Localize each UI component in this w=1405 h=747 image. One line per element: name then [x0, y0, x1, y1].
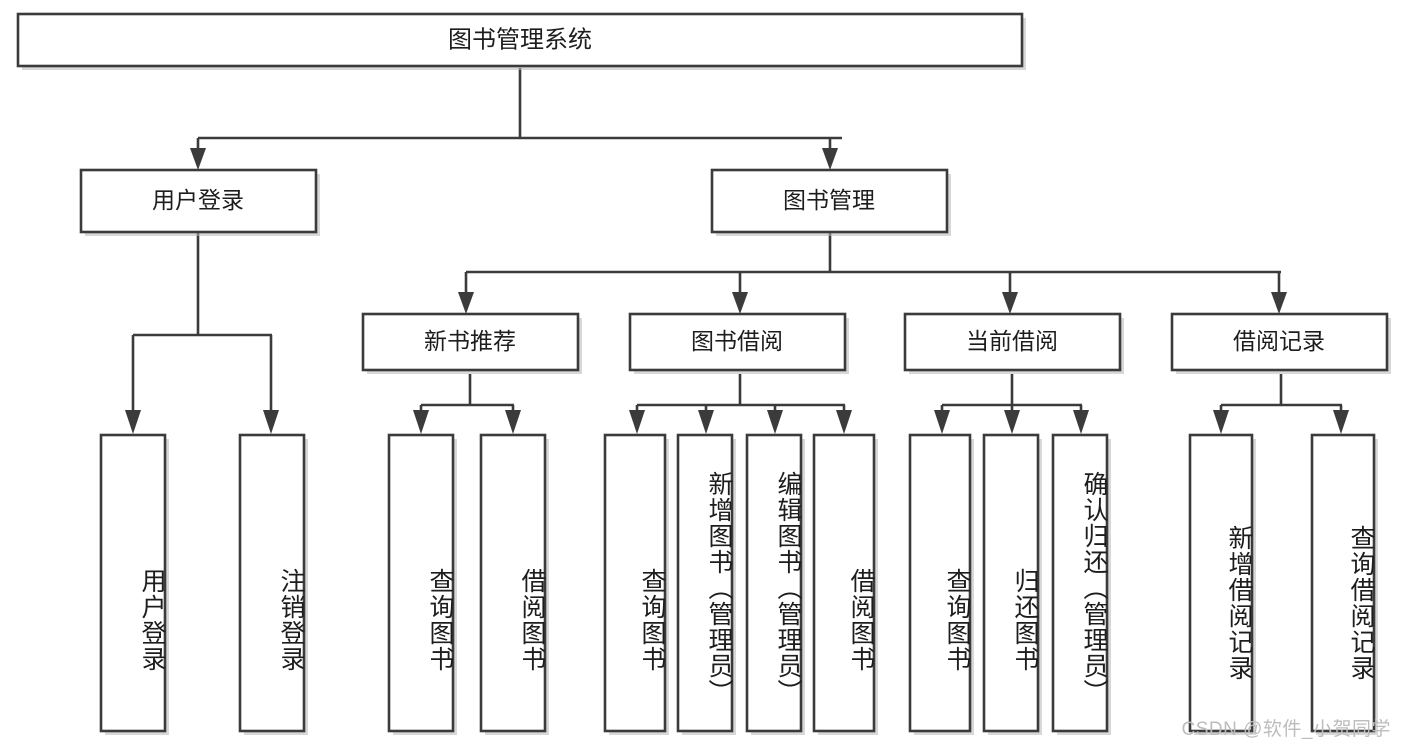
borrow-record-box	[1170, 312, 1389, 372]
arrow-bm-to-borrow-record	[1271, 292, 1287, 314]
arrow-bm-to-new-book	[458, 292, 474, 314]
leaf-box	[1051, 433, 1109, 733]
node-current-borrow[interactable]: 当前借阅	[903, 312, 1124, 374]
leaf-box	[1188, 433, 1254, 733]
arrow-bb-leaf-2	[698, 410, 714, 434]
leaf-box	[479, 433, 547, 733]
user-login-label: 用户登录	[152, 187, 244, 213]
arrow-user-login-leaf-1	[125, 410, 141, 434]
arrow-user-login-leaf-2	[263, 410, 279, 434]
leaf-borrow-record-1[interactable]	[1188, 433, 1256, 735]
book-management-label: 图书管理	[783, 187, 875, 213]
arrow-br-leaf-2	[1333, 410, 1349, 434]
new-book-recommend-label: 新书推荐	[424, 328, 516, 354]
arrow-cb-leaf-2	[1004, 410, 1020, 434]
leaf-book-borrow-4[interactable]	[812, 433, 878, 735]
leaf-borrow-record-2[interactable]	[1310, 433, 1378, 735]
book-borrow-label: 图书借阅	[691, 328, 783, 354]
arrow-cb-leaf-3	[1073, 410, 1089, 434]
arrow-bm-to-current-borrow	[1002, 292, 1018, 314]
arrow-bb-leaf-3	[767, 410, 783, 434]
leaf-new-book-1[interactable]	[387, 433, 457, 735]
node-new-book-recommend[interactable]: 新书推荐	[361, 312, 582, 374]
arrow-bb-leaf-1	[629, 410, 645, 434]
leaf-box	[603, 433, 667, 733]
csdn-watermark: CSDN @软件_小贺同学	[1181, 719, 1391, 740]
leaf-box	[1310, 433, 1376, 733]
current-borrow-box	[903, 312, 1122, 372]
leaf-new-book-2[interactable]	[479, 433, 549, 735]
leaf-current-borrow-1[interactable]	[908, 433, 974, 735]
new-book-recommend-box	[361, 312, 580, 372]
leaf-box	[908, 433, 972, 733]
leaf-book-borrow-1[interactable]	[603, 433, 669, 735]
leaf-box	[982, 433, 1040, 733]
arrow-br-leaf-1	[1213, 410, 1229, 434]
leaf-box	[387, 433, 455, 733]
leaf-box	[238, 433, 306, 733]
root-box	[16, 12, 1024, 68]
leaf-box	[745, 433, 803, 733]
book-borrow-box	[628, 312, 847, 372]
leaf-current-borrow-3[interactable]	[1051, 433, 1111, 735]
arrow-bb-leaf-4	[836, 410, 852, 434]
leaf-user-login-1[interactable]	[99, 433, 169, 735]
leaf-book-borrow-2[interactable]	[676, 433, 736, 735]
arrow-nb-leaf-1	[413, 410, 429, 434]
node-borrow-record[interactable]: 借阅记录	[1170, 312, 1391, 374]
borrow-record-label: 借阅记录	[1233, 328, 1325, 354]
current-borrow-label: 当前借阅	[966, 328, 1058, 354]
arrow-bm-to-book-borrow	[732, 292, 748, 314]
leaf-box	[99, 433, 167, 733]
arrow-root-to-book-mgmt	[822, 148, 838, 170]
leaf-user-login-2[interactable]	[238, 433, 308, 735]
book-management-box	[710, 168, 949, 234]
leaf-box	[676, 433, 734, 733]
arrow-root-to-user-login	[190, 148, 206, 170]
node-book-management[interactable]: 图书管理	[710, 168, 951, 236]
node-user-login[interactable]: 用户登录	[79, 168, 320, 236]
node-root[interactable]: 图书管理系统	[16, 12, 1026, 70]
arrow-cb-leaf-1	[934, 410, 950, 434]
user-login-box	[79, 168, 318, 234]
leaf-current-borrow-2[interactable]	[982, 433, 1042, 735]
node-book-borrow[interactable]: 图书借阅	[628, 312, 849, 374]
arrow-nb-leaf-2	[505, 410, 521, 434]
leaf-book-borrow-3[interactable]	[745, 433, 805, 735]
root-label: 图书管理系统	[448, 26, 592, 53]
leaf-box	[812, 433, 876, 733]
connector-layer	[125, 68, 1349, 434]
